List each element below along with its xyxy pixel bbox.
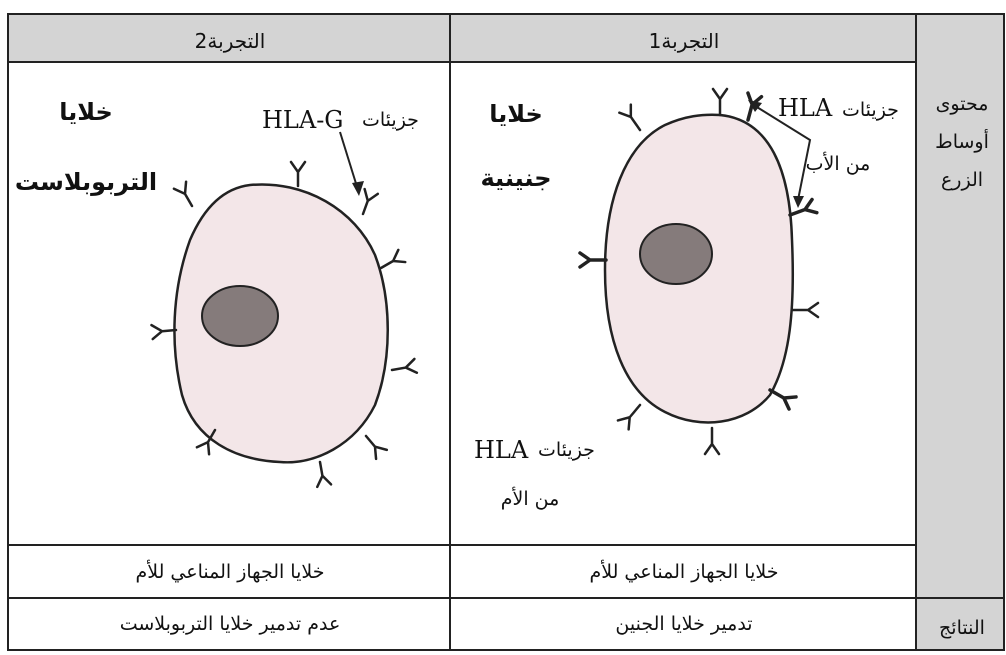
- exp2-result: عدم تدمير خلايا التربوبلاست: [120, 613, 341, 635]
- hla-g-receptor-icon: [151, 323, 176, 339]
- side-content-line3: الزرع: [941, 169, 983, 191]
- embryo-nucleus: [640, 224, 712, 284]
- exp1-cell-label-line2: جنينية: [480, 164, 551, 192]
- hla-g-receptor-icon: [361, 432, 387, 459]
- hla-receptor-icon: [580, 253, 606, 267]
- hla-receptor-icon: [792, 303, 818, 317]
- exp2-cell: [174, 184, 387, 462]
- hla-g-molecule-prefix: جزيئات: [362, 109, 419, 131]
- exp2-cell-label-line1: خلايا: [59, 98, 113, 126]
- exp2-header: التجربة2: [195, 29, 266, 53]
- hla-g-receptor-icon: [313, 461, 331, 487]
- exp1-result: تدمير خلايا الجنين: [615, 613, 752, 635]
- hla-receptor-icon: [618, 401, 645, 430]
- mother-hla-from: من الأم: [501, 487, 560, 510]
- side-content-line2: أوساط: [935, 129, 989, 153]
- exp2-immune-row: خلايا الجهاز المناعي للأم: [136, 560, 325, 583]
- exp1-header: التجربة1: [649, 29, 720, 53]
- side-results: النتائج: [939, 617, 985, 639]
- hla-g-receptor-icon: [378, 250, 406, 274]
- mother-hla-name: HLA: [474, 436, 529, 464]
- father-hla-prefix: جزيئات: [842, 99, 899, 121]
- father-hla-from: من الأب: [806, 152, 871, 175]
- hla-g-receptor-icon: [174, 182, 198, 210]
- mother-hla-prefix: جزيئات: [538, 439, 595, 461]
- trophoblast-nucleus: [202, 286, 278, 346]
- hla-g-pointer-arrow: [340, 132, 358, 190]
- hla-g-molecule-name: HLA-G: [262, 106, 343, 134]
- hla-receptor-icon: [705, 428, 719, 454]
- father-hla-name: HLA: [778, 94, 833, 122]
- exp1-cell-label-line1: خلايا: [489, 100, 543, 128]
- hla-g-pointer-arrowhead: [352, 181, 364, 196]
- hla-receptor-icon: [619, 105, 645, 134]
- side-content-line1: محتوى: [936, 93, 989, 115]
- hla-g-receptor-icon: [291, 162, 305, 186]
- hla-receptor-icon: [713, 89, 727, 115]
- father-hla-arrowhead-bottom: [793, 196, 804, 208]
- exp1-immune-row: خلايا الجهاز المناعي للأم: [590, 560, 779, 583]
- header-bg: [8, 14, 916, 62]
- exp2-cell-label-line2: التربوبلاست: [15, 168, 157, 196]
- exp1-cell: [605, 115, 793, 423]
- hla-g-receptor-icon: [391, 359, 417, 377]
